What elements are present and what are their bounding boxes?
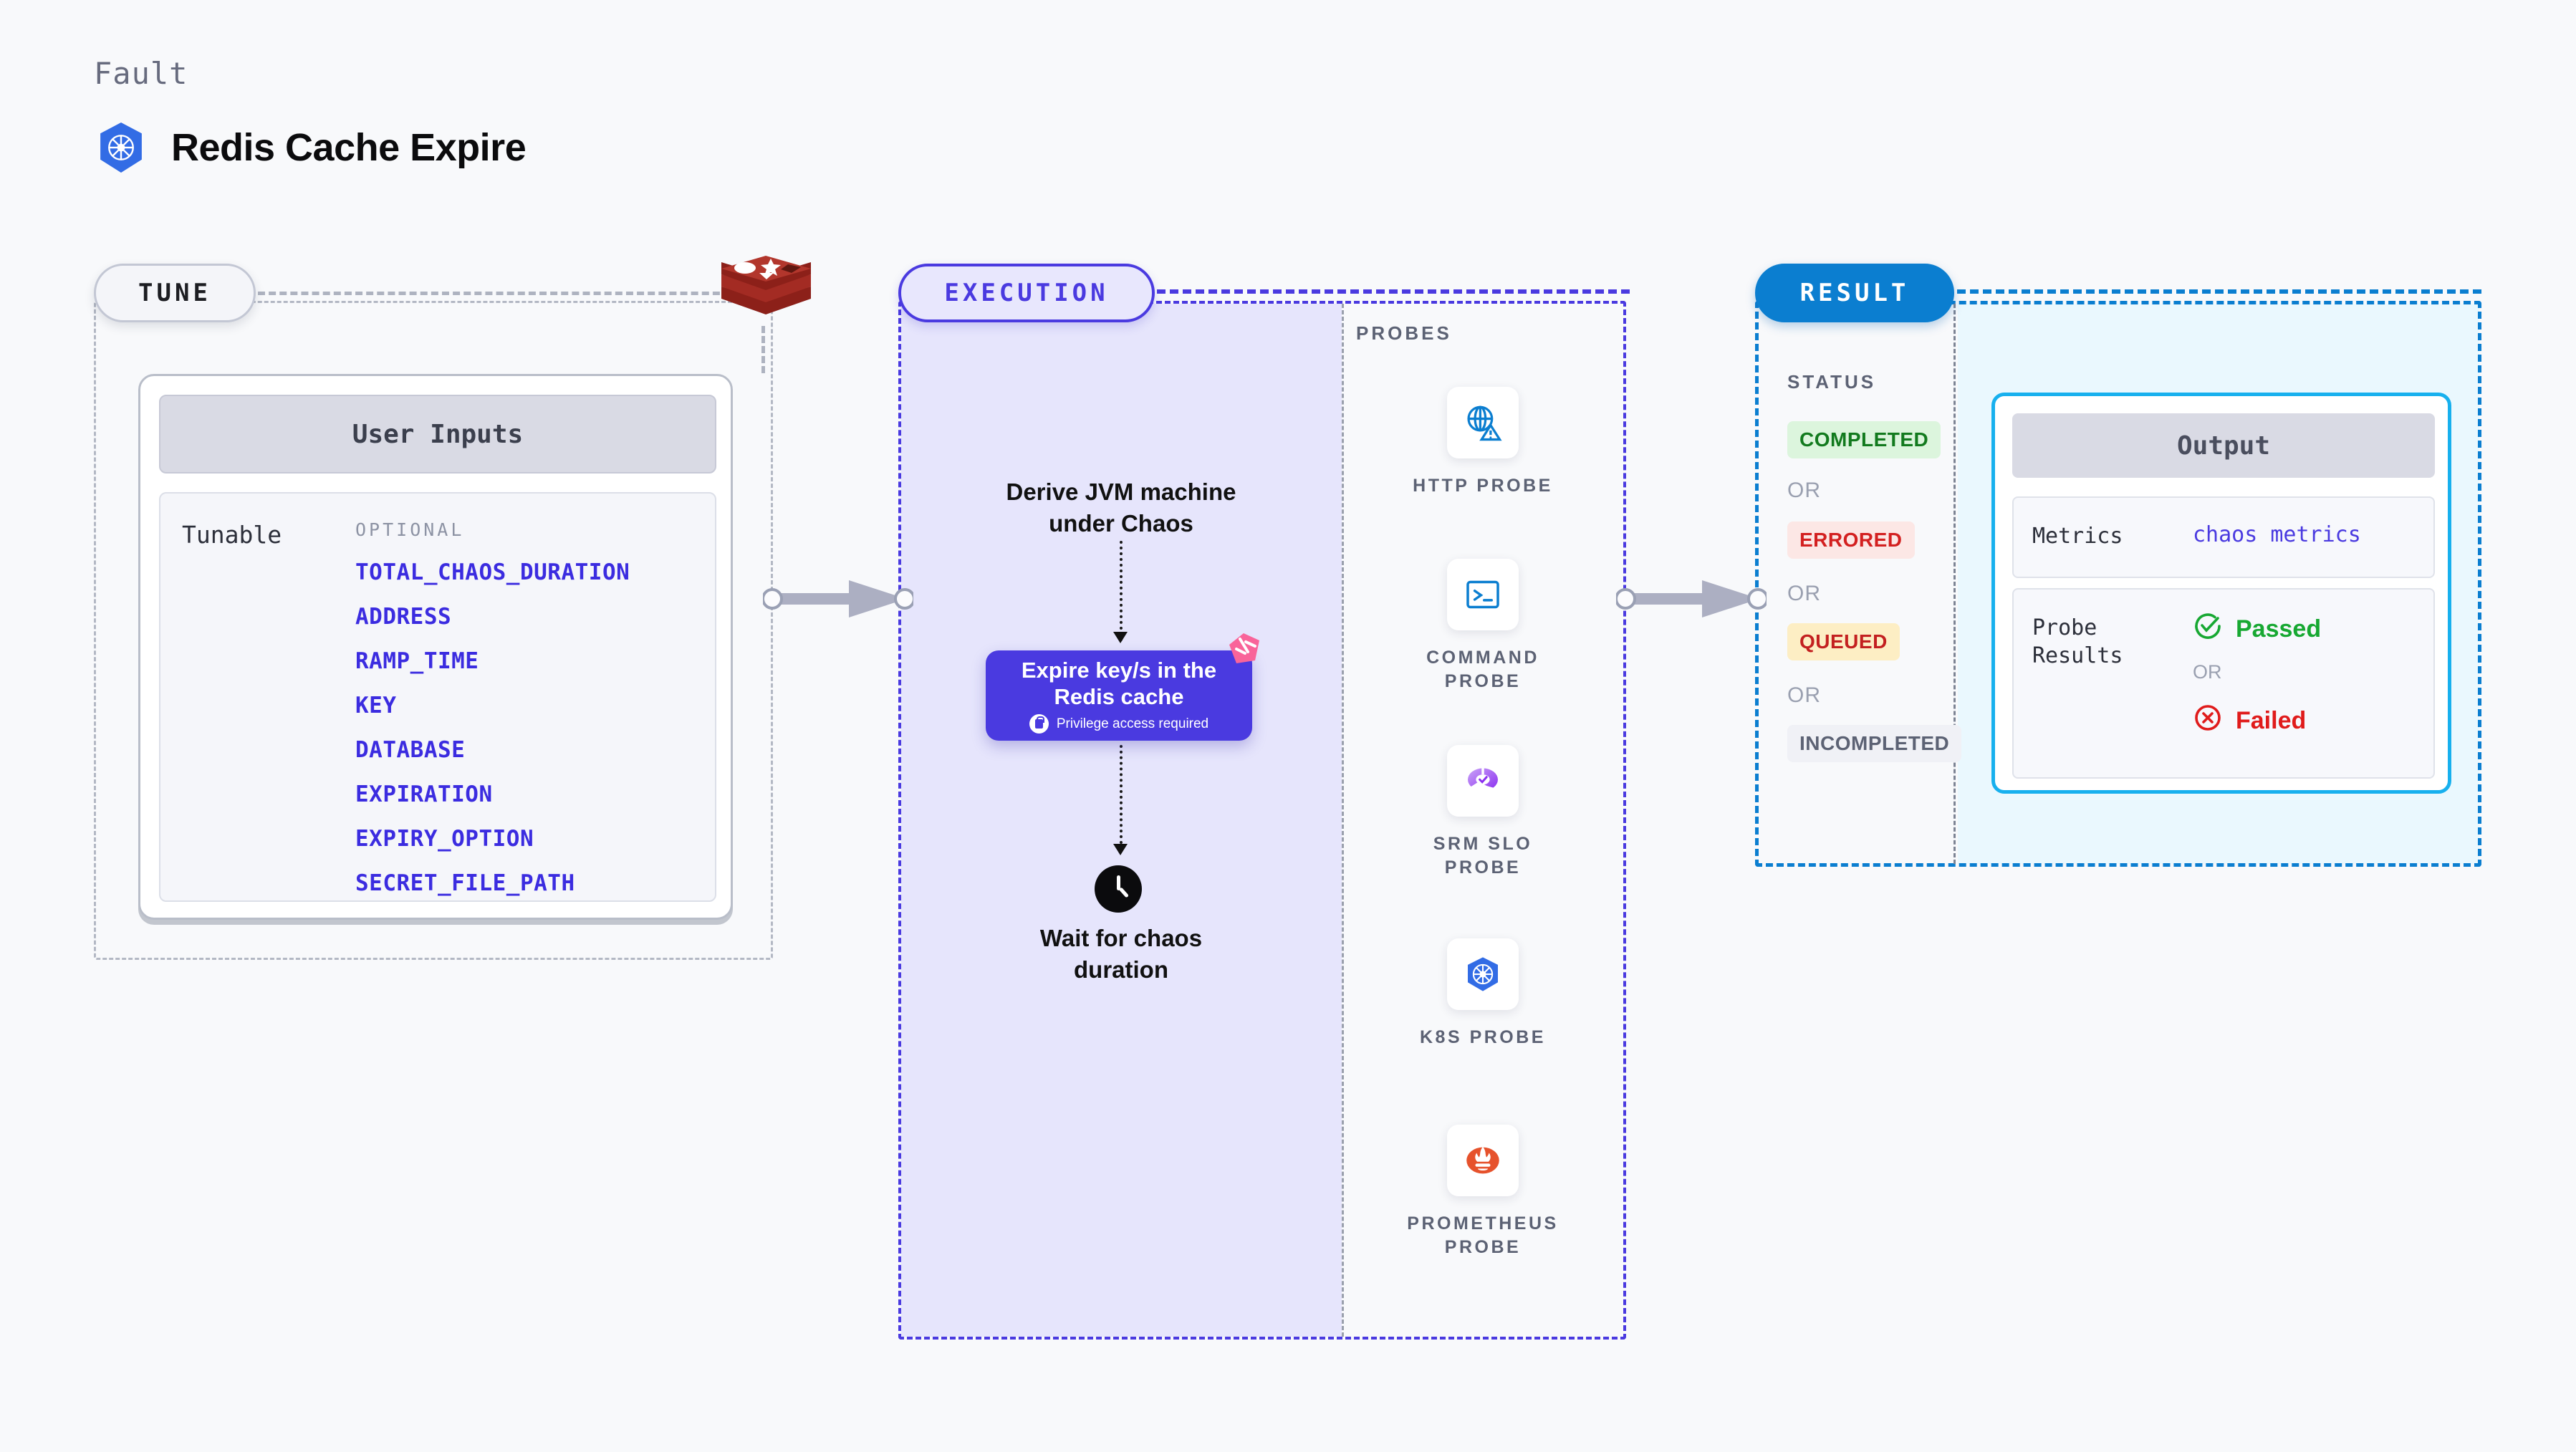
probe-label: HTTP PROBE [1413,476,1553,496]
kubernetes-icon [1447,938,1519,1010]
globe-warning-icon [1447,387,1519,458]
result-connector-line [1957,289,2481,294]
param-item[interactable]: RAMP_TIME [355,648,479,674]
tune-stage-pill[interactable]: TUNE [94,264,256,322]
arrow-execution-to-result [1615,579,1769,622]
kubernetes-helm-icon [94,120,148,175]
privilege-label: Privilege access required [1056,716,1209,731]
page-title: Redis Cache Expire [171,126,527,169]
flow-arrowhead-2 [1112,844,1129,860]
status-badge-queued: QUEUED [1787,623,1900,660]
check-circle-icon [2193,611,2223,648]
user-inputs-header: User Inputs [159,395,716,473]
arrow-tune-to-execution [761,579,915,622]
status-section-label: STATUS [1787,371,1877,393]
tune-panel [94,301,773,960]
probe-result-passed: Passed [2193,611,2321,648]
probe-result-or: OR [2193,661,2222,683]
status-subpanel [1755,304,1956,864]
terminal-icon [1447,559,1519,630]
probe-result-failed: Failed [2193,703,2306,739]
execution-stage-pill[interactable]: EXECUTION [898,264,1155,322]
param-item[interactable]: TOTAL_CHAOS_DURATION [355,559,630,585]
status-badge-errored: ERRORED [1787,521,1915,559]
probe-k8s[interactable]: K8S PROBE [1400,938,1565,1049]
probes-section-label: PROBES [1356,322,1452,344]
probes-subpanel [1342,304,1623,1337]
flow-line-2 [1120,745,1123,850]
prometheus-torch-icon [1447,1125,1519,1196]
slo-donut-check-icon [1447,745,1519,817]
param-item[interactable]: KEY [355,693,397,718]
param-item[interactable]: EXPIRY_OPTION [355,826,534,852]
tunable-row-label: Tunable [182,521,282,549]
optional-label: OPTIONAL [355,519,465,540]
page-eyebrow: Fault [94,56,188,91]
result-panel [1755,301,2481,867]
user-inputs-body: Tunable OPTIONAL TOTAL_CHAOS_DURATION AD… [159,492,716,902]
param-item[interactable]: SECRET_FILE_PATH [355,870,575,896]
flow-arrowhead-1 [1112,632,1129,648]
param-item[interactable]: DATABASE [355,737,466,763]
tune-connector-line [258,292,731,295]
redis-logo-icon [718,254,814,330]
user-inputs-card: User Inputs Tunable OPTIONAL TOTAL_CHAOS… [138,374,733,920]
flow-line-1 [1120,541,1123,641]
param-item[interactable]: ADDRESS [355,604,452,630]
output-metrics-row: Metrics chaos metrics [2012,496,2435,578]
harness-ribbon-icon [1226,632,1262,668]
probe-label: K8S PROBE [1420,1027,1546,1047]
execution-panel [898,301,1626,1340]
failed-label: Failed [2236,707,2307,734]
status-or-1: OR [1787,479,1821,502]
status-badge-incompleted: INCOMPLETED [1787,725,1962,762]
passed-label: Passed [2236,615,2322,643]
param-item[interactable]: EXPIRATION [355,782,493,807]
probe-http[interactable]: HTTP PROBE [1400,387,1565,498]
metrics-key: Metrics [2032,524,2123,549]
status-or-2: OR [1787,582,1821,605]
status-or-3: OR [1787,683,1821,707]
output-card-header: Output [2012,413,2435,478]
x-circle-icon [2193,703,2223,739]
result-stage-pill[interactable]: RESULT [1755,264,1954,322]
privilege-note: Privilege access required [1029,714,1208,734]
metrics-value[interactable]: chaos metrics [2193,522,2361,547]
lock-icon [1029,714,1049,734]
execution-connector-line [1157,289,1630,294]
page-title-row: Redis Cache Expire [94,120,527,175]
redis-connector-stub [761,326,765,373]
clock-icon [1095,865,1142,913]
status-badge-completed: COMPLETED [1787,421,1941,458]
tunable-param-list: TOTAL_CHAOS_DURATION ADDRESS RAMP_TIME K… [355,559,630,915]
